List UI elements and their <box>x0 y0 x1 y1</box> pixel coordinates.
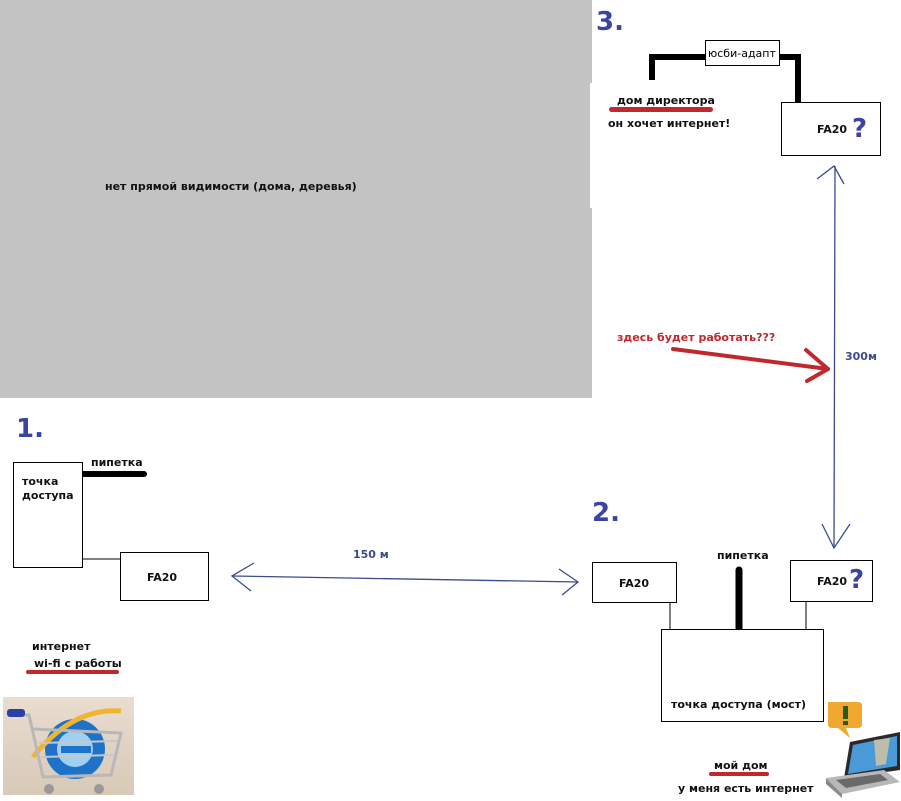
director-house-label: дом директора <box>617 94 715 107</box>
home-left-fa20-label: FA20 <box>619 577 650 590</box>
no-line-of-sight-label: нет прямой видимости (дома, деревья) <box>105 180 357 193</box>
section2-antenna-label: пипетка <box>717 549 769 562</box>
usb-adapter-label: юсби-адапт <box>708 47 776 60</box>
director-house-underline <box>609 107 713 112</box>
distance-300m-label: 300м <box>845 350 877 363</box>
laptop-alert-icon <box>826 702 900 798</box>
link-150m-arrowhead-left <box>230 562 255 592</box>
section1-antenna-label: пипетка <box>91 456 143 469</box>
link-150m-arrowhead-right <box>558 568 580 596</box>
my-home-label: мой дом <box>714 759 768 772</box>
home-left-fa20-box: FA20 <box>592 562 677 603</box>
no-line-of-sight-zone <box>0 0 592 398</box>
home-bridge-access-point-box: точка доступа (мост) <box>661 629 824 722</box>
link-300m-line <box>833 165 836 549</box>
distance-150m-label: 150 м <box>353 548 389 561</box>
internet-shopping-cart-image <box>3 697 134 795</box>
work-access-point-box: точка доступа <box>13 462 83 568</box>
home-right-fa20-box: FA20 ? <box>790 560 873 602</box>
my-home-underline <box>709 772 769 776</box>
director-fa20-label: FA20 <box>817 123 848 136</box>
internet-shopping-cart-icon <box>7 708 123 794</box>
work-fa20-box: FA20 <box>120 552 209 601</box>
director-fa20-question-mark: ? <box>852 114 868 144</box>
step-1-label: 1. <box>16 414 44 444</box>
question-arrow-head <box>804 348 830 383</box>
work-wifi-underline <box>26 670 119 674</box>
home-right-fa20-label: FA20 <box>817 575 848 588</box>
my-home-note: у меня есть интернет <box>678 782 814 795</box>
link-300m-arrowhead-bottom <box>821 523 851 550</box>
work-fa20-label: FA20 <box>147 571 178 584</box>
director-fa20-box: FA20 ? <box>781 102 881 156</box>
work-wifi-label: wi-fi с работы <box>34 657 122 670</box>
step-3-label: 3. <box>596 7 624 37</box>
link-150m-line <box>231 575 579 583</box>
usb-adapter-box: юсби-адапт <box>705 40 780 66</box>
work-internet-label: интернет <box>32 640 91 653</box>
will-it-work-question: здесь будет работать??? <box>617 331 776 344</box>
question-arrow-line <box>671 347 830 371</box>
laptop-alert-image <box>824 698 901 801</box>
work-access-point-label: точка доступа <box>22 475 74 502</box>
director-house-note: он хочет интернет! <box>608 117 731 130</box>
home-right-fa20-question-mark: ? <box>849 565 865 595</box>
step-2-label: 2. <box>592 498 620 528</box>
home-bridge-access-point-label: точка доступа (мост) <box>671 698 807 711</box>
